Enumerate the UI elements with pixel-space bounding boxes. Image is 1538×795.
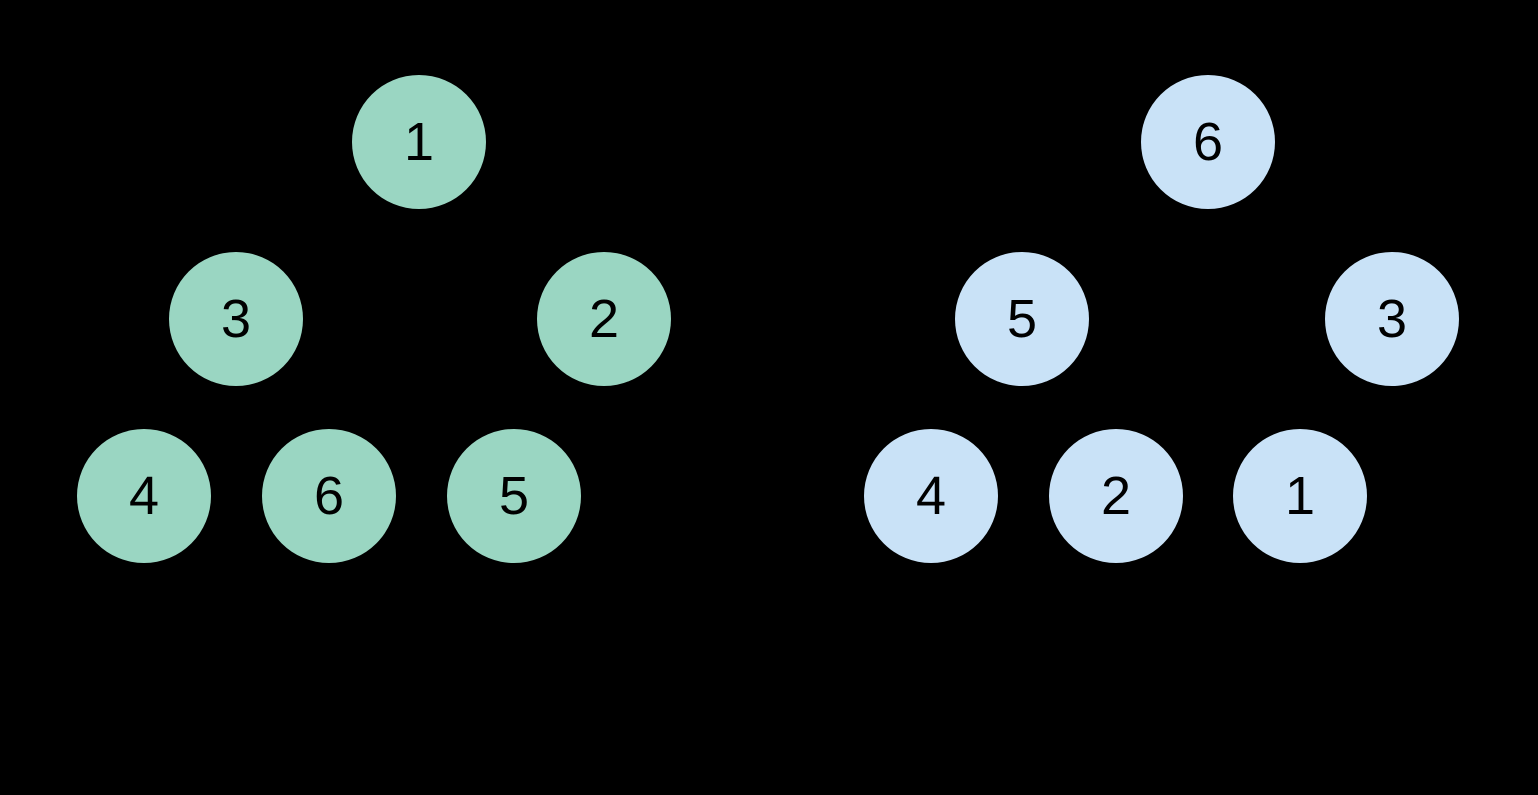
tree-node-label: 4 <box>915 466 947 526</box>
tree-node-root: 6 <box>1141 75 1275 209</box>
tree-node-label: 6 <box>313 466 345 526</box>
tree-node-label: 3 <box>220 289 252 349</box>
tree-node-left-child: 5 <box>955 252 1089 386</box>
tree-node-leaf: 4 <box>77 429 211 563</box>
tree-node-label: 5 <box>498 466 530 526</box>
tree-node-leaf: 2 <box>1049 429 1183 563</box>
tree-node-leaf: 4 <box>864 429 998 563</box>
tree-node-label: 2 <box>1100 466 1132 526</box>
tree-node-leaf: 6 <box>262 429 396 563</box>
tree-node-leaf: 5 <box>447 429 581 563</box>
tree-node-label: 1 <box>1284 466 1316 526</box>
tree-node-label: 6 <box>1192 112 1224 172</box>
tree-node-label: 4 <box>128 466 160 526</box>
tree-node-left-child: 3 <box>169 252 303 386</box>
tree-node-label: 5 <box>1006 289 1038 349</box>
tree-node-label: 1 <box>403 112 435 172</box>
tree-node-root: 1 <box>352 75 486 209</box>
tree-node-right-child: 2 <box>537 252 671 386</box>
tree-node-right-child: 3 <box>1325 252 1459 386</box>
tree-node-leaf: 1 <box>1233 429 1367 563</box>
tree-node-label: 2 <box>588 289 620 349</box>
tree-node-label: 3 <box>1376 289 1408 349</box>
